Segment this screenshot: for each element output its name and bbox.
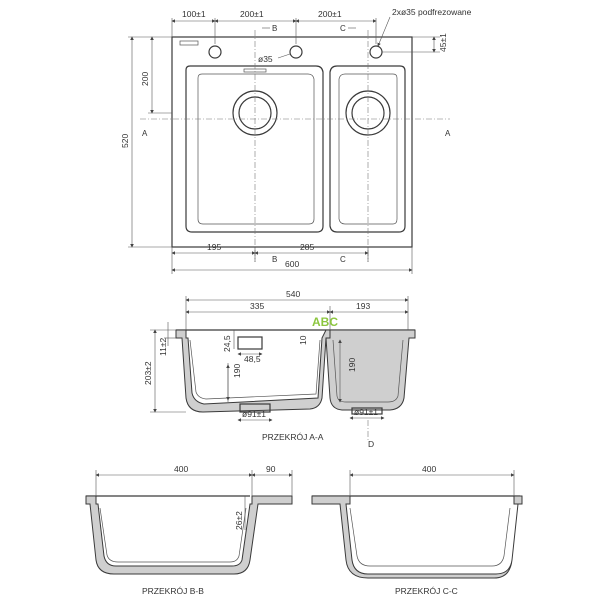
right-bowl-inner <box>338 73 398 225</box>
dim-400-bb-label: 400 <box>174 464 188 474</box>
brand-badge <box>179 40 199 46</box>
dim-100-label: 100±1 <box>182 9 206 19</box>
left-bowl-inner <box>197 73 315 225</box>
overflow-box <box>237 336 263 350</box>
dim-10-label: 10 <box>298 335 308 345</box>
section-cc: 400 PRZEKRÓJ C-C <box>311 464 523 596</box>
dim-203-label: 203±2 <box>143 361 153 385</box>
section-aa-right-bowl <box>325 329 416 411</box>
section-bb-title: PRZEKRÓJ B-B <box>142 586 204 596</box>
dim-540-label: 540 <box>286 289 300 299</box>
dim-190-left-label: 190 <box>232 364 242 378</box>
hole-note-label: 2xø35 podfrezowane <box>392 7 472 17</box>
section-aa: 540 335 193 ABC 203±2 11±2 24,5 48,5 190… <box>143 289 416 449</box>
dim-335-label: 335 <box>250 301 264 311</box>
section-cc-title: PRZEKRÓJ C-C <box>395 586 458 596</box>
dim-193-label: 193 <box>356 301 370 311</box>
dim-520-label: 520 <box>120 134 130 148</box>
dim-91-right-label: ø91±1 <box>354 407 378 417</box>
tap-hole-middle <box>289 45 303 59</box>
mark-d: D <box>368 439 374 449</box>
left-bowl <box>185 65 324 233</box>
dim-d35-label: ø35 <box>258 54 273 64</box>
section-bb: 400 90 26±2 PRZEKRÓJ B-B <box>85 464 293 596</box>
top-view: 100±1 200±1 200±1 2xø35 podfrezowane B C… <box>120 7 472 274</box>
mark-a-right: A <box>445 129 451 138</box>
dim-400-cc-label: 400 <box>422 464 436 474</box>
section-aa-title: PRZEKRÓJ A-A <box>262 432 324 442</box>
tap-hole-left <box>208 45 222 59</box>
dim-11-label: 11±2 <box>158 338 168 356</box>
mark-c-top: C <box>340 24 346 33</box>
dim-285-label: 285 <box>300 242 314 252</box>
mark-a-left: A <box>142 129 148 138</box>
section-aa-left-bowl <box>175 329 331 413</box>
dim-91-left-label: ø91±1 <box>242 409 266 419</box>
dim-245-label: 24,5 <box>222 335 232 352</box>
dim-600-label: 600 <box>285 259 299 269</box>
right-bowl <box>329 65 406 233</box>
mark-b-top: B <box>272 24 277 33</box>
sink-outline <box>171 36 413 248</box>
tap-hole-right <box>369 45 383 59</box>
dim-195-label: 195 <box>207 242 221 252</box>
dim-26-bb-label: 26±2 <box>234 511 244 530</box>
mark-c-bottom: C <box>340 255 346 264</box>
dim-200a-label: 200±1 <box>240 9 264 19</box>
dim-200b-label: 200±1 <box>318 9 342 19</box>
dim-485-label: 48,5 <box>244 354 261 364</box>
mark-b-bottom: B <box>272 255 277 264</box>
dim-90-bb-label: 90 <box>266 464 276 474</box>
dim-190-right-label: 190 <box>347 358 357 372</box>
dim-200-label: 200 <box>140 72 150 86</box>
dim-45-label: 45±1 <box>438 33 448 52</box>
brand-logo: ABC <box>312 315 338 329</box>
